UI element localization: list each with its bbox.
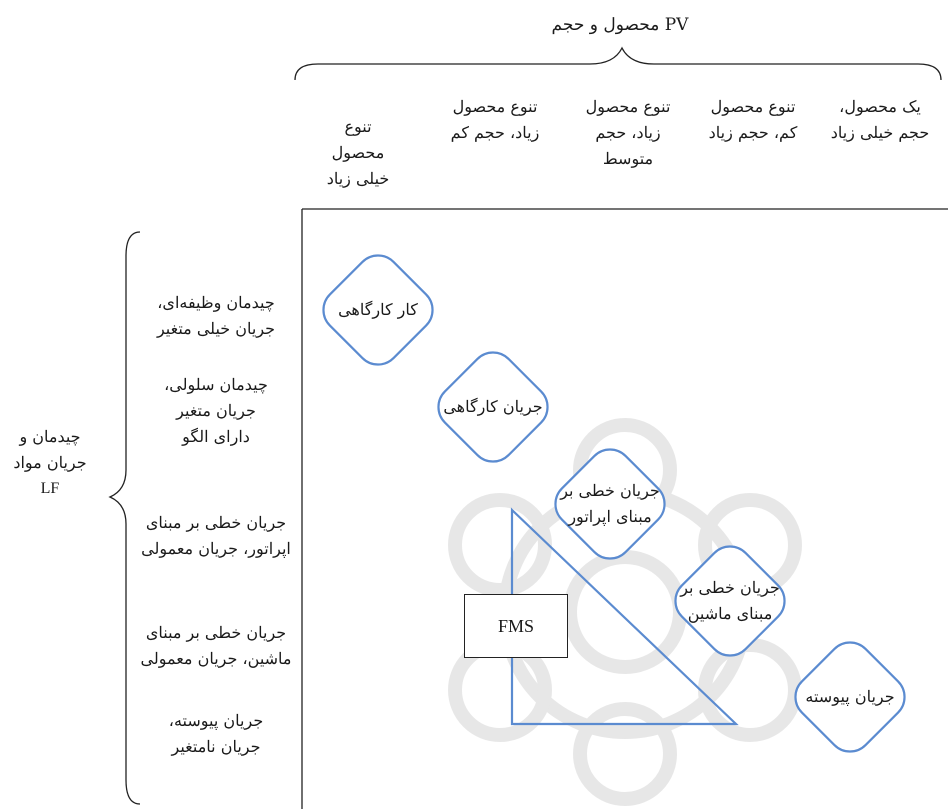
pv-column-5: تنوع محصول خیلی زیاد: [310, 114, 406, 192]
pv-column-3: تنوع محصول زیاد، حجم متوسط: [572, 94, 684, 172]
diagonal-box-3-line-2: مبنای اپراتور: [568, 507, 652, 526]
pv-column-4-line-2: زیاد، حجم کم: [450, 123, 540, 142]
pv-column-4: تنوع محصول زیاد، حجم کم: [432, 94, 558, 146]
pv-column-2-line-2: کم، حجم زیاد: [708, 123, 798, 142]
lf-row-5-line-1: جریان پیوسته،: [168, 711, 264, 730]
lf-axis-title: چیدمان و جریان مواد LF: [4, 424, 96, 502]
diagonal-box-4: [674, 545, 786, 657]
pv-column-4-line-1: تنوع محصول: [452, 97, 538, 116]
pv-column-5-line-1: تنوع: [344, 117, 372, 136]
diagonal-box-3-label: جریان خطی بر مبنای اپراتور: [550, 478, 670, 530]
lf-row-4-line-1: جریان خطی بر مبنای: [145, 623, 287, 642]
lf-brace: [108, 231, 141, 805]
pv-column-3-line-3: متوسط: [602, 149, 654, 168]
lf-row-2-line-1: چیدمان سلولی،: [164, 375, 268, 394]
diagonal-box-5: [794, 641, 906, 753]
pv-column-1: یک محصول، حجم خیلی زیاد: [822, 94, 938, 146]
diagonal-box-4-label: جریان خطی بر مبنای ماشین: [670, 575, 790, 627]
pv-column-1-line-1: یک محصول،: [839, 97, 921, 116]
diagonal-box-3: [554, 448, 666, 560]
diagonal-box-1: [322, 254, 434, 366]
lf-row-5: جریان پیوسته، جریان نامتغیر: [146, 708, 286, 760]
pv-brace: [294, 46, 942, 81]
diagonal-box-5-line-1: جریان پیوسته: [805, 687, 895, 706]
diagonal-box-1-label: کار کارگاهی: [318, 297, 438, 323]
lf-axis-title-line-3: LF: [40, 480, 60, 497]
pv-column-3-line-1: تنوع محصول: [585, 97, 671, 116]
pv-column-2: تنوع محصول کم، حجم زیاد: [692, 94, 814, 146]
fms-label: FMS: [497, 615, 535, 636]
pv-axis-title: PV محصول و حجم: [551, 15, 689, 35]
lf-row-3-line-2: اپراتور، جریان معمولی: [141, 539, 291, 558]
lf-row-2-line-2: جریان متغیر: [176, 401, 256, 420]
lf-row-3: جریان خطی بر مبنای اپراتور، جریان معمولی: [130, 510, 302, 562]
lf-row-2-line-3: دارای الگو: [182, 427, 250, 446]
lf-row-4-line-2: ماشین، جریان معمولی: [140, 649, 292, 668]
diagonal-box-4-line-2: مبنای ماشین: [687, 604, 773, 623]
lf-row-3-line-1: جریان خطی بر مبنای: [145, 513, 287, 532]
lf-row-5-line-2: جریان نامتغیر: [171, 737, 261, 756]
pv-column-3-line-2: زیاد، حجم: [595, 123, 661, 142]
lf-axis-title-line-2: جریان مواد: [13, 453, 87, 472]
diagonal-box-1-line-1: کار کارگاهی: [338, 300, 418, 319]
lf-axis-title-line-1: چیدمان و: [19, 427, 81, 446]
pv-column-1-line-2: حجم خیلی زیاد: [830, 123, 930, 142]
pv-column-2-line-1: تنوع محصول: [710, 97, 796, 116]
lf-row-2: چیدمان سلولی، جریان متغیر دارای الگو: [146, 372, 286, 450]
lf-row-1: چیدمان وظیفه‌ای، جریان خیلی متغیر: [130, 290, 302, 342]
diagonal-box-3-line-1: جریان خطی بر: [560, 481, 660, 500]
diagonal-box-2: [437, 351, 549, 463]
diagonal-box-5-label: جریان پیوسته: [790, 684, 910, 710]
lf-row-4: جریان خطی بر مبنای ماشین، جریان معمولی: [130, 620, 302, 672]
pv-column-5-line-3: خیلی زیاد: [326, 169, 390, 188]
pv-column-5-line-2: محصول: [331, 143, 385, 162]
lf-row-1-line-1: چیدمان وظیفه‌ای،: [157, 293, 275, 312]
diagonal-box-4-line-1: جریان خطی بر: [680, 578, 780, 597]
fms-box: FMS: [464, 594, 568, 658]
diagonal-box-2-line-1: جریان کارگاهی: [443, 397, 543, 416]
lf-row-1-line-2: جریان خیلی متغیر: [156, 319, 276, 338]
diagonal-box-2-label: جریان کارگاهی: [433, 394, 553, 420]
